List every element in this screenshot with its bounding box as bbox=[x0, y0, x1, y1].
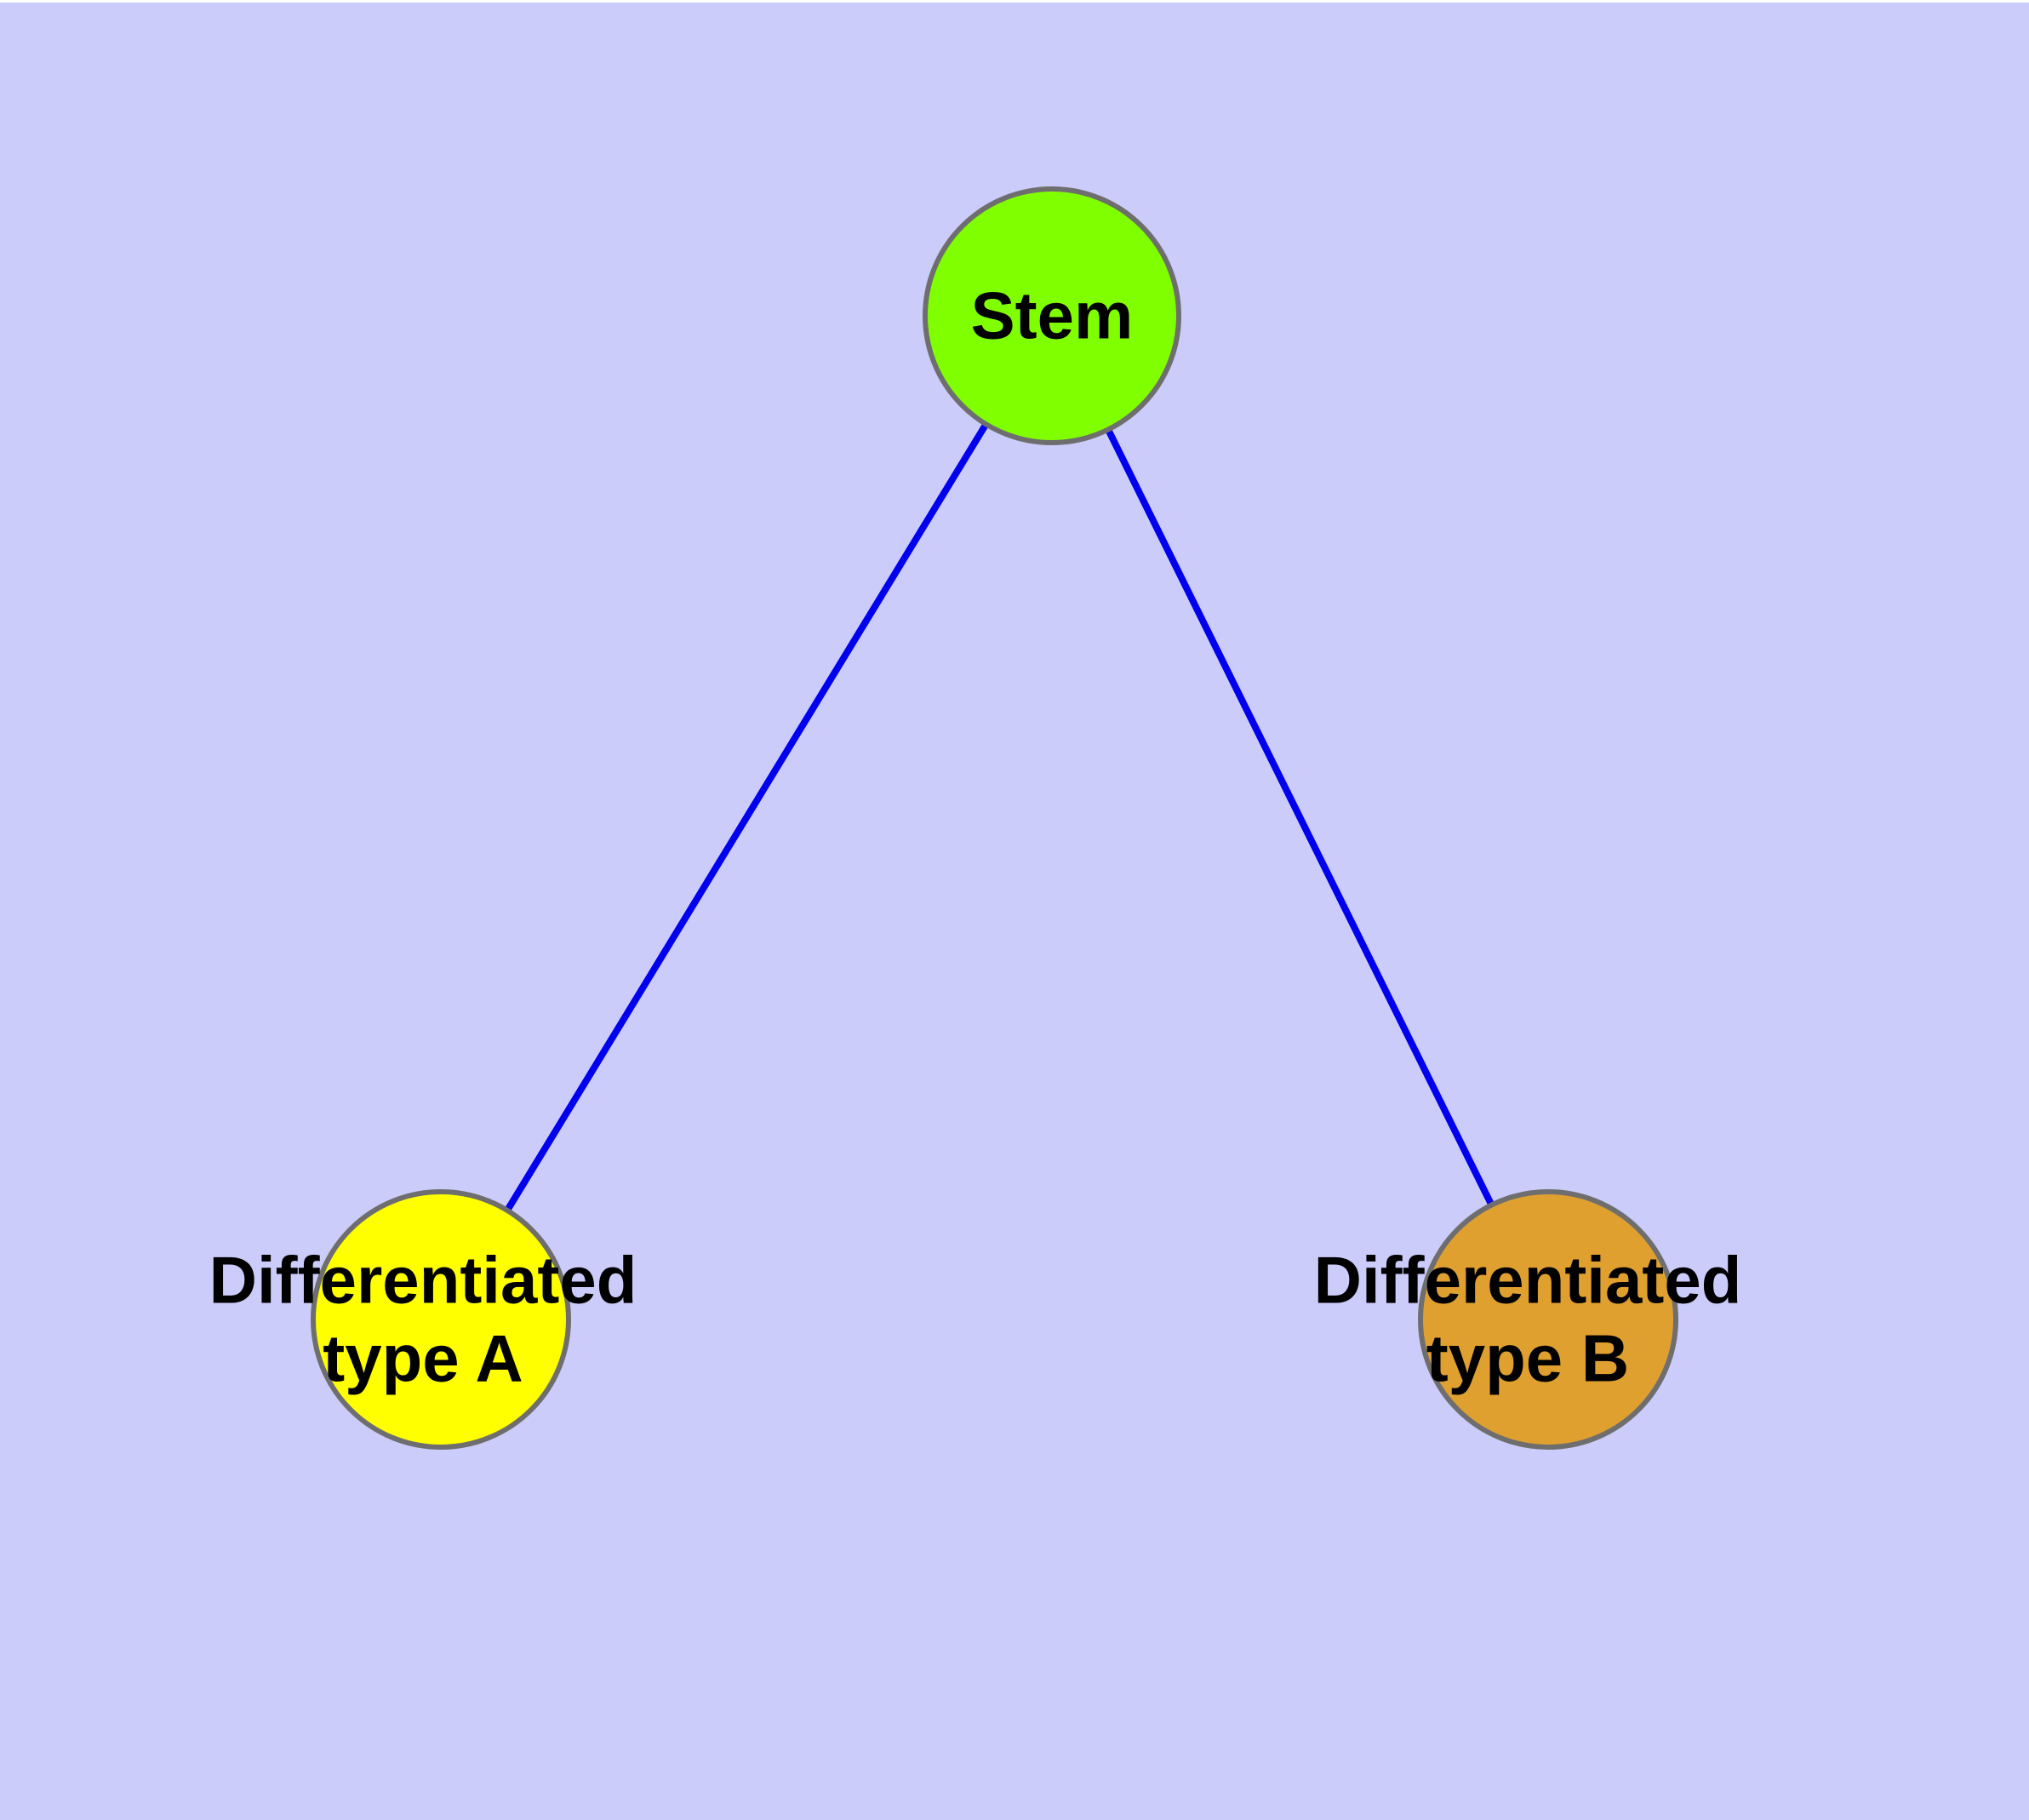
node-circle-stem[interactable] bbox=[923, 186, 1181, 445]
node-circle-diff_b[interactable] bbox=[1418, 1189, 1678, 1450]
node-circle-diff_a[interactable] bbox=[311, 1189, 571, 1450]
node-label-line: type A bbox=[323, 1321, 523, 1396]
edge-layer bbox=[503, 421, 1495, 1214]
node-label-stem: Stem bbox=[971, 278, 1134, 353]
node-label-line: Stem bbox=[971, 278, 1134, 353]
node-label-line: Differentiated bbox=[209, 1243, 637, 1318]
node-layer bbox=[311, 186, 1678, 1450]
edge-stem-diff-a[interactable] bbox=[503, 421, 990, 1214]
node-label-line: type B bbox=[1426, 1321, 1629, 1396]
node-label-line: Differentiated bbox=[1314, 1243, 1742, 1318]
edge-stem-diff-b[interactable] bbox=[1104, 426, 1495, 1209]
